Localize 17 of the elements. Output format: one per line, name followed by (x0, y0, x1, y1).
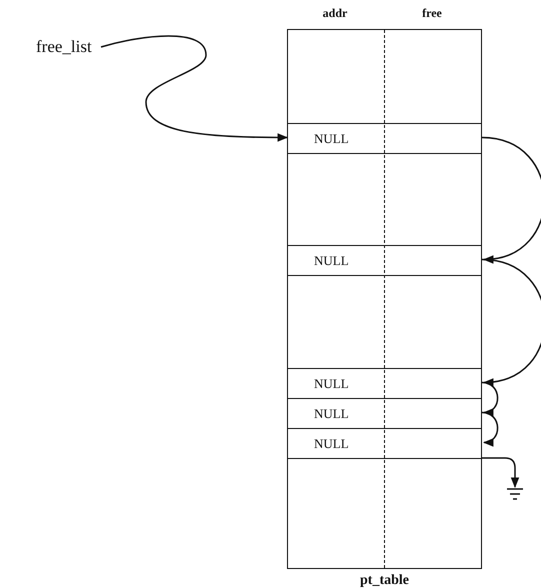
arrow (482, 136, 541, 262)
table-row: NULL (288, 368, 481, 399)
table-row: NULL (288, 245, 481, 276)
arrow (482, 382, 498, 416)
arrow (482, 457, 520, 488)
column-header: free (422, 6, 442, 21)
variable-label: free_list (36, 36, 92, 58)
arrow (100, 35, 288, 142)
table-row: NULL (288, 398, 481, 429)
table-row: NULL (288, 123, 481, 154)
table-row: NULL (288, 428, 481, 459)
table-box (287, 29, 482, 569)
column-header: addr (322, 6, 348, 21)
arrow (482, 258, 541, 386)
arrow (482, 412, 498, 446)
ground-symbol (506, 487, 524, 500)
table-caption: pt_table (360, 573, 409, 588)
